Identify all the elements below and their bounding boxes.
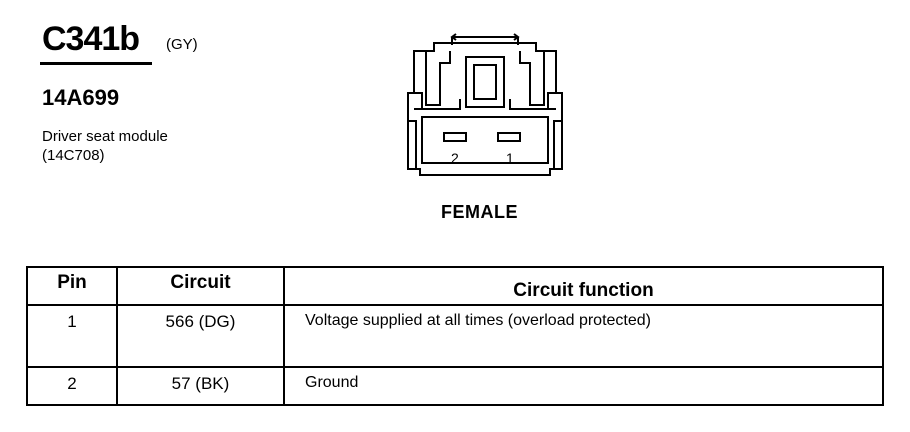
connector-description: Driver seat module (14C708) — [42, 127, 168, 165]
cell-circuit: 566 (DG) — [116, 304, 285, 368]
header-circuit-function: Circuit function — [283, 266, 884, 306]
connector-face-diagram: 2 1 — [407, 33, 563, 176]
header-circuit: Circuit — [116, 266, 285, 306]
cell-pin: 2 — [26, 366, 118, 406]
pin-table: Pin Circuit Circuit function 1 566 (DG) … — [26, 266, 884, 406]
right-post — [553, 120, 563, 169]
description-line-2: (14C708) — [42, 147, 105, 164]
table-row: 1 566 (DG) Voltage supplied at all times… — [26, 304, 884, 368]
left-post — [407, 120, 417, 169]
pin-slot-1 — [497, 132, 521, 142]
pin-cavity-area — [421, 116, 549, 164]
right-rib — [519, 51, 545, 106]
right-step — [509, 92, 556, 110]
center-lock-inner — [473, 64, 497, 100]
cell-pin: 1 — [26, 304, 118, 368]
table-row: 2 57 (BK) Ground — [26, 366, 884, 406]
left-step — [414, 92, 461, 110]
cell-function: Voltage supplied at all times (overload … — [283, 304, 884, 368]
cell-circuit: 57 (BK) — [116, 366, 285, 406]
connector-id-underline — [40, 62, 152, 65]
pin-slot-2 — [443, 132, 467, 142]
latch-bar — [450, 33, 520, 45]
part-number: 14A699 — [42, 85, 120, 110]
connector-gender: FEMALE — [441, 202, 518, 222]
left-rib — [425, 51, 451, 106]
connector-color: (GY) — [166, 36, 198, 53]
pin-label-1: 1 — [506, 150, 514, 166]
pin-label-2: 2 — [451, 150, 459, 166]
description-line-1: Driver seat module — [42, 128, 168, 145]
center-lock — [465, 56, 505, 108]
cell-function: Ground — [283, 366, 884, 406]
connector-id: C341b — [42, 20, 140, 58]
table-header-row: Pin Circuit Circuit function — [26, 266, 884, 306]
header-pin: Pin — [26, 266, 118, 306]
